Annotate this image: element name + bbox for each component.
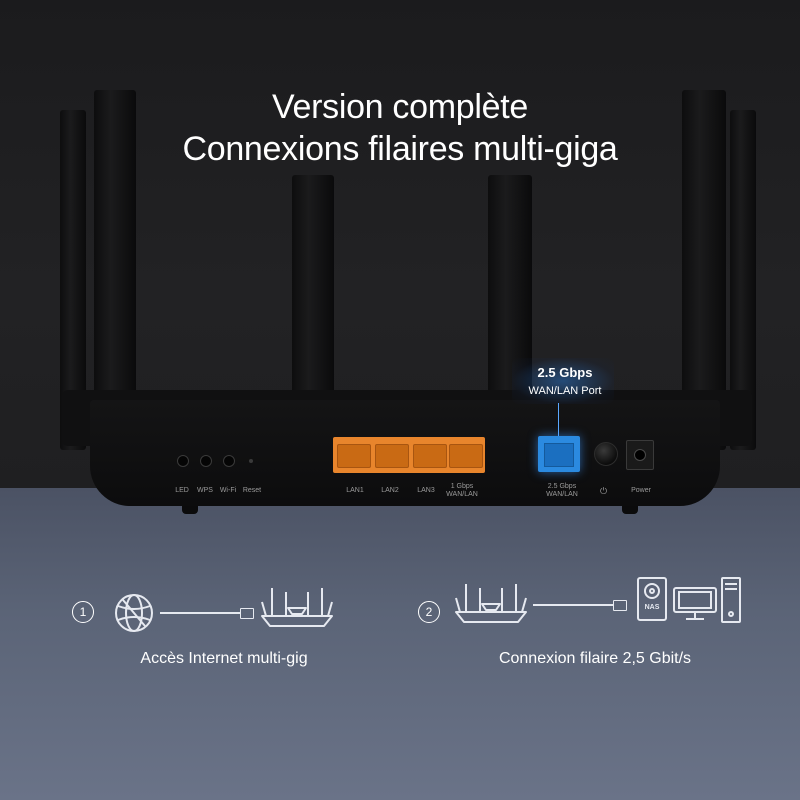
- wan-2-5g-port[interactable]: [538, 436, 580, 472]
- power-icon: ⏻: [600, 486, 608, 496]
- headline-line-1: Version complète: [271, 88, 528, 126]
- power-label: Power: [631, 487, 651, 494]
- wifi-button[interactable]: [223, 455, 235, 467]
- router-icon: [455, 584, 527, 623]
- lan-port-block: [333, 437, 485, 473]
- router-foot-left: [182, 506, 198, 514]
- slate-backdrop: [0, 488, 800, 800]
- reset-pinhole[interactable]: [249, 459, 253, 463]
- wan-callout-line: [558, 403, 559, 437]
- globe-icon: [115, 594, 153, 632]
- nas-icon: [637, 577, 667, 621]
- feature-2-caption: Connexion filaire 2,5 Gbit/s: [498, 650, 692, 667]
- wan-callout-port: WAN/LAN Port: [528, 385, 602, 397]
- cable-plug-1: [240, 608, 254, 619]
- wifi-label: Wi-Fi: [219, 487, 237, 494]
- power-jack[interactable]: [626, 440, 654, 470]
- cable-line-1: [160, 612, 240, 614]
- nas-label: NAS: [644, 604, 660, 611]
- monitor-icon: [673, 587, 717, 620]
- wan-callout-speed: 2.5 Gbps: [537, 365, 593, 380]
- power-button[interactable]: [594, 442, 618, 466]
- wan-2-5g-socket: [544, 443, 574, 467]
- lan3-port[interactable]: [413, 444, 447, 468]
- gbps-wan-lan-label: 1 Gbps WAN/LAN: [446, 483, 478, 498]
- cable-line-2: [533, 604, 613, 606]
- led-button[interactable]: [177, 455, 189, 467]
- led-label: LED: [175, 487, 189, 494]
- lan2-port[interactable]: [375, 444, 409, 468]
- reset-label: Reset: [242, 487, 262, 494]
- wan-callout-glow: [512, 358, 614, 404]
- lan2-label: LAN2: [381, 487, 399, 494]
- desktop-tower-icon: [721, 577, 741, 623]
- wps-label: WPS: [197, 487, 213, 494]
- headline: Version complète Connexions filaires mul…: [0, 86, 800, 170]
- step-2-badge: 2: [418, 601, 440, 623]
- lan1-label: LAN1: [346, 487, 364, 494]
- gbps-wan-lan-port[interactable]: [449, 444, 483, 468]
- wan-2-5g-label: 2.5 Gbps WAN/LAN: [546, 483, 578, 498]
- lan1-port[interactable]: [337, 444, 371, 468]
- lan3-label: LAN3: [417, 487, 435, 494]
- wps-button[interactable]: [200, 455, 212, 467]
- feature-1-caption: Accès Internet multi-gig: [140, 650, 308, 667]
- cable-plug-2: [613, 600, 627, 611]
- router-foot-right: [622, 506, 638, 514]
- step-1-badge: 1: [72, 601, 94, 623]
- headline-line-2: Connexions filaires multi-giga: [182, 130, 618, 168]
- power-jack-socket: [634, 449, 646, 461]
- router-icon: [261, 588, 333, 627]
